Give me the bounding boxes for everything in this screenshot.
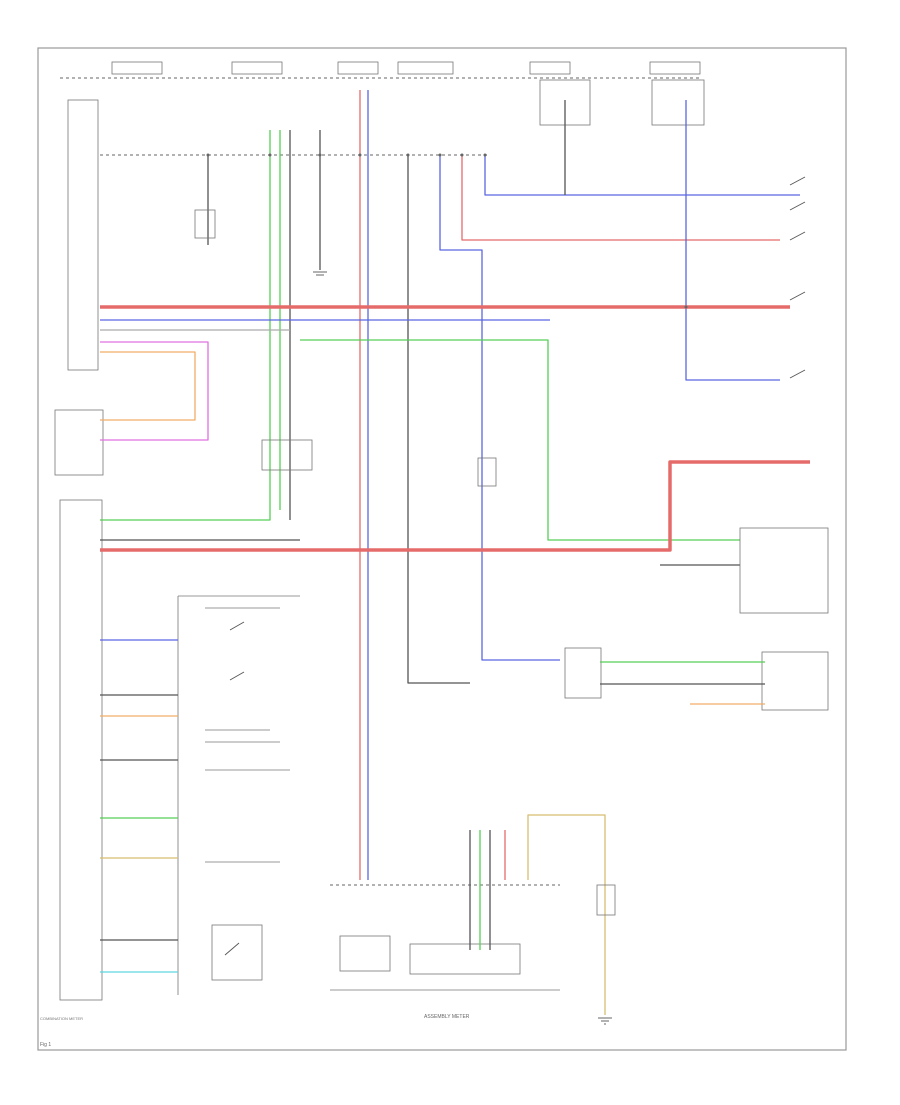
ground-icon xyxy=(598,1017,612,1025)
relay-box-2 xyxy=(651,79,705,126)
wire-red-2 xyxy=(461,155,780,241)
footer-label: ASSEMBLY METER xyxy=(424,1014,470,1020)
wire-green-1 xyxy=(100,130,271,521)
connector-dots xyxy=(206,153,688,309)
wire-pink-bus xyxy=(100,341,209,441)
connector-center xyxy=(261,439,313,471)
wire-black-3 xyxy=(407,155,470,684)
meter-wire-tan xyxy=(527,814,606,1015)
wire-blue-3 xyxy=(484,155,800,196)
module-mid-left xyxy=(54,409,104,476)
wire-orange-bus xyxy=(100,351,196,421)
switches-right xyxy=(789,176,806,379)
connector-right xyxy=(477,457,497,487)
module-right-upper xyxy=(739,527,829,614)
page-ref: Fig 1 xyxy=(40,1042,51,1048)
connector-tan xyxy=(596,884,616,916)
meter-connector-2 xyxy=(409,943,521,975)
left-component-label: COMBINATION METER xyxy=(40,1016,83,1021)
meter-connector-1 xyxy=(339,935,391,972)
wire-red-mid xyxy=(100,460,810,552)
fuse-header xyxy=(60,61,701,79)
module-lower-left xyxy=(59,499,103,1001)
switch-glyphs xyxy=(224,621,245,956)
module-upper-left xyxy=(67,99,99,371)
wire-blue-4 xyxy=(685,100,780,381)
switch-box-bottom xyxy=(211,924,263,981)
module-right-lower xyxy=(761,651,829,711)
ground-icon-top xyxy=(313,271,327,276)
diagram-frame xyxy=(37,47,847,1051)
connector-left xyxy=(194,209,216,239)
switch-panel-lines xyxy=(205,607,290,863)
wire-blue-2 xyxy=(439,155,560,661)
wire-green-long xyxy=(300,339,740,541)
module-center-right xyxy=(564,647,602,699)
